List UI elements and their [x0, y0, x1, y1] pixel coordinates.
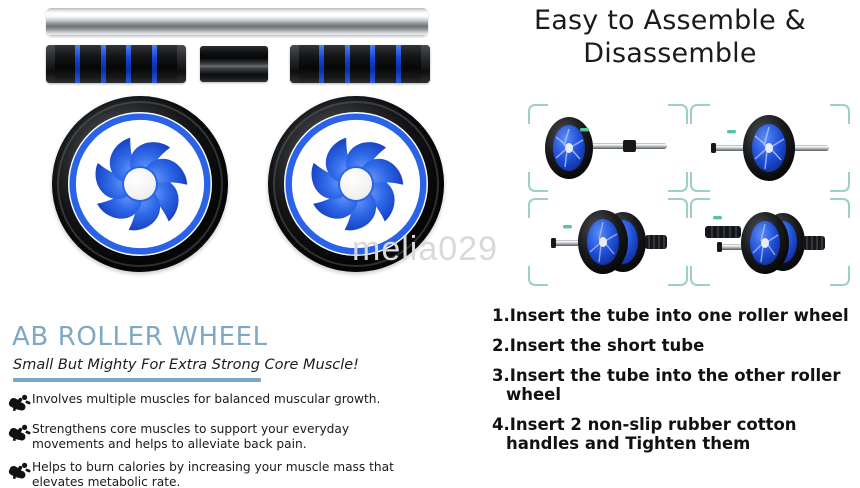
assembly-step-grid: [524, 104, 854, 286]
list-item: Strengthens core muscles to support your…: [6, 422, 406, 451]
handle-segment: [105, 45, 127, 83]
bracket-corner-icon: [690, 104, 710, 124]
bracket-corner-icon: [830, 104, 850, 124]
handle-segment: [55, 45, 76, 83]
assembly-instruction-step: 4.Insert 2 non-slip rubber cotton handle…: [492, 415, 797, 453]
handle-blue-stripe: [75, 45, 81, 83]
handle-segment: [349, 45, 371, 83]
flexing-arm-icon: [6, 393, 32, 413]
foam-handle-left-part: [46, 45, 186, 83]
handle-cap-icon: [177, 45, 186, 83]
wheel-center-cap: [340, 168, 372, 200]
assembly-step-3-cell: [528, 198, 688, 286]
assembly-instruction-step: 1.Insert the tube into one roller wheel: [492, 306, 849, 325]
list-item: Helps to burn calories by increasing you…: [6, 460, 406, 488]
bracket-corner-icon: [830, 172, 850, 192]
flexing-arm-icon: [6, 461, 32, 481]
bracket-corner-icon: [668, 198, 688, 218]
list-item-label: Helps to burn calories by increasing you…: [32, 460, 394, 488]
title-divider: [13, 378, 261, 382]
handle-cap-icon: [290, 45, 299, 83]
handle-blue-stripe: [319, 45, 325, 83]
handle-segment: [400, 45, 422, 83]
assembly-heading-line1: Easy to Assemble &: [534, 5, 806, 36]
page-title: AB ROLLER WHEEL: [12, 322, 268, 352]
roller-wheel-right-part: [268, 96, 444, 272]
flexing-arm-icon: [6, 423, 32, 443]
bracket-corner-icon: [528, 172, 548, 192]
assembly-step-4-cell: [690, 198, 850, 286]
bracket-corner-icon: [830, 198, 850, 218]
assembly-step-2-figure: [694, 110, 846, 186]
assembly-step-2-cell: [690, 104, 850, 192]
handle-segments: [299, 45, 422, 83]
wheel-center-cap: [124, 168, 156, 200]
list-item-label: Involves multiple muscles for balanced m…: [32, 392, 381, 406]
foam-handle-right-part: [290, 45, 430, 83]
bracket-corner-icon: [528, 198, 548, 218]
list-item: Involves multiple muscles for balanced m…: [6, 392, 406, 413]
page-subtitle: Small But Mighty For Extra Strong Core M…: [13, 357, 359, 373]
assembly-heading-line2: Disassemble: [583, 38, 757, 69]
bracket-corner-icon: [668, 104, 688, 124]
assembly-instructions-list: 1.Insert the tube into one roller wheel …: [492, 306, 858, 464]
handle-blue-stripe: [100, 45, 106, 83]
handle-blue-stripe: [370, 45, 376, 83]
handle-segment: [156, 45, 178, 83]
handle-segment: [324, 45, 345, 83]
handle-blue-stripe: [151, 45, 157, 83]
list-item-label: Strengthens core muscles to support your…: [32, 422, 350, 451]
assembly-step-4-figure: [694, 204, 846, 280]
assembly-step-3-figure: [532, 204, 684, 280]
assembly-heading: Easy to Assemble & Disassemble: [480, 4, 860, 70]
handle-blue-stripe: [344, 45, 350, 83]
bracket-corner-icon: [690, 172, 710, 192]
short-black-tube-part: [200, 46, 268, 82]
assembly-instruction-step: 2.Insert the short tube: [492, 336, 705, 355]
bracket-corner-icon: [668, 266, 688, 286]
handle-segment: [131, 45, 152, 83]
bracket-corner-icon: [830, 266, 850, 286]
bracket-corner-icon: [528, 104, 548, 124]
assembly-step-1-cell: [528, 104, 688, 192]
handle-cap-icon: [46, 45, 55, 83]
handle-segments: [55, 45, 178, 83]
handle-segment: [80, 45, 101, 83]
chrome-tube-part: [46, 8, 428, 36]
handle-segment: [299, 45, 320, 83]
bracket-corner-icon: [690, 266, 710, 286]
benefits-list: Involves multiple muscles for balanced m…: [6, 392, 406, 488]
bracket-corner-icon: [528, 266, 548, 286]
bracket-corner-icon: [668, 172, 688, 192]
handle-segment: [375, 45, 396, 83]
handle-blue-stripe: [126, 45, 132, 83]
bracket-corner-icon: [690, 198, 710, 218]
assembly-step-1-figure: [532, 110, 684, 186]
roller-wheel-left-part: [52, 96, 228, 272]
product-photo-panel: [0, 0, 470, 292]
assembly-instruction-step: 3.Insert the tube into the other roller …: [492, 366, 841, 404]
handle-cap-icon: [421, 45, 430, 83]
handle-blue-stripe: [395, 45, 401, 83]
